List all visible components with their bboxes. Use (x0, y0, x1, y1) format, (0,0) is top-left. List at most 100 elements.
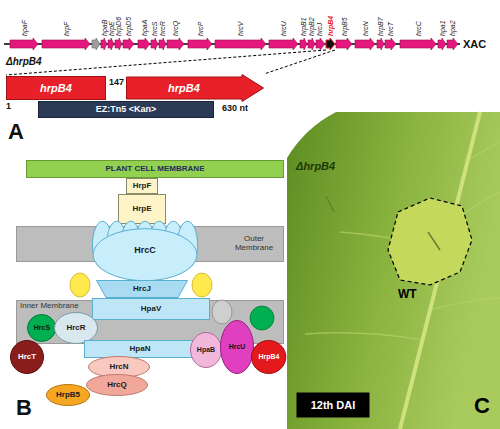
gene-arrow (300, 38, 307, 50)
node-text: HrcS (34, 324, 50, 332)
protein-box-outline (127, 179, 158, 194)
node-text: Outer Membrane (228, 235, 280, 253)
gene-label: hrcT (387, 22, 394, 36)
time-box: 12th DAI (296, 392, 370, 418)
gene-label: hrcQ (172, 21, 179, 36)
gene-arrow (108, 38, 114, 50)
protein-blob (70, 273, 90, 297)
panel-letter: A (8, 120, 24, 144)
position-number: 147 (109, 78, 124, 88)
node-text: HpaV (141, 305, 161, 314)
protein-circle-outline (191, 333, 222, 368)
node-text: HrcR (66, 324, 85, 333)
node-text: 12th DAI (311, 399, 356, 411)
protein-ring-outline (93, 229, 197, 281)
protein-box-outline (119, 195, 166, 224)
node-text: HrpF (133, 182, 152, 191)
gene-label: hrcN (362, 21, 369, 36)
protein-blob (212, 300, 232, 324)
gene-arrow (101, 38, 107, 50)
protein-circle-outline (87, 375, 148, 396)
gene-arrow (447, 38, 458, 50)
gene-arrow (167, 38, 184, 50)
transposon-box: EZ:Tn5 <Kan> (38, 101, 214, 118)
protein-ring: HrcJ (96, 280, 188, 298)
protein-blob (250, 306, 274, 330)
gene-arrow (400, 38, 436, 50)
gene-arrow (115, 38, 122, 50)
protein-circle-outline (28, 315, 56, 342)
protein-circle: HrcU (220, 320, 254, 374)
gene-label: hrpF (63, 22, 70, 36)
protein-circle: HrcS (27, 314, 56, 342)
transposon-box-outline (39, 102, 214, 118)
gene-arrow: hrpB4 (126, 74, 264, 102)
protein-circle: HrpB5 (46, 384, 90, 406)
leaf-photo (326, 196, 334, 212)
gene-arrow (10, 38, 38, 50)
protein-circle: HrcR (54, 312, 98, 344)
gene-label: hpa1 (439, 20, 446, 36)
node-text: PLANT CELL MEMBRANE (106, 165, 205, 174)
gene-arrow (385, 38, 396, 50)
leaf-photo (287, 112, 336, 158)
leaf-photo (430, 298, 500, 310)
gene-label: hrcS (151, 22, 158, 36)
gene-arrow (188, 38, 212, 50)
protein-box-outline (93, 299, 210, 320)
protein-blob (192, 273, 212, 297)
gene-label: hrpB7 (377, 17, 384, 36)
leaf-photo (287, 112, 500, 429)
gene-arrow (138, 38, 150, 50)
protein-circle-outline (221, 321, 254, 374)
node-text: EZ:Tn5 <Kan> (96, 105, 157, 115)
panel-letter: C (474, 394, 490, 418)
gene-arrow (215, 38, 266, 50)
gene-arrow (123, 38, 134, 50)
membrane-band-outline (27, 161, 284, 178)
leaf-photo (388, 198, 472, 285)
protein-circle: HpaB (190, 332, 222, 368)
protein-circle-outline (11, 341, 44, 374)
node-text: Inner Membrane (20, 302, 79, 311)
gene-label: hrcP (197, 22, 204, 36)
gene-label: hrcR (159, 21, 166, 36)
protein-box: HpaN (84, 340, 196, 358)
node-text: hrpB4 (40, 82, 72, 94)
gene-label: hrcV (237, 22, 244, 36)
protein-circle: HrcQ (86, 374, 148, 396)
position-number: 1 (6, 102, 11, 112)
node-text: hrpB4 (168, 82, 200, 94)
protein-box: HpaV (92, 298, 210, 320)
protein-circle-outline (252, 341, 286, 374)
strain-label: WT (398, 288, 417, 301)
gene-label: hpa2 (449, 20, 456, 36)
zoom-leader (264, 50, 335, 74)
protein-ring-outline (97, 281, 188, 298)
zoom-leader (6, 50, 335, 75)
mutant-label: ΔhrpB4 (6, 56, 42, 67)
node-text: HrpB5 (56, 391, 80, 400)
gene-label: hpaB (101, 20, 108, 36)
gene-label: hrcJ (316, 23, 323, 36)
gene-label: hrpB1 (300, 17, 307, 36)
node-text: HrcC (134, 246, 156, 256)
gene-arrow (159, 38, 166, 50)
gene-label: hrpD5 (125, 17, 132, 36)
length-label: 630 nt (222, 104, 248, 114)
protein-circle: HrpB4 (251, 340, 286, 374)
gene-label: hrpE (108, 21, 115, 36)
genome-label: XAC (463, 38, 486, 50)
gene-label: hrcU (280, 21, 287, 36)
protein-box: HrpE (118, 194, 166, 224)
protein-circle: HrcT (10, 340, 44, 374)
gene-label: hpaA (141, 20, 148, 36)
leaf-photo (305, 333, 422, 340)
gene-arrow (438, 38, 446, 50)
gene-label: hrpB4 (327, 16, 334, 36)
leaf-photo (428, 232, 440, 250)
node-text: HrcN (109, 363, 128, 372)
